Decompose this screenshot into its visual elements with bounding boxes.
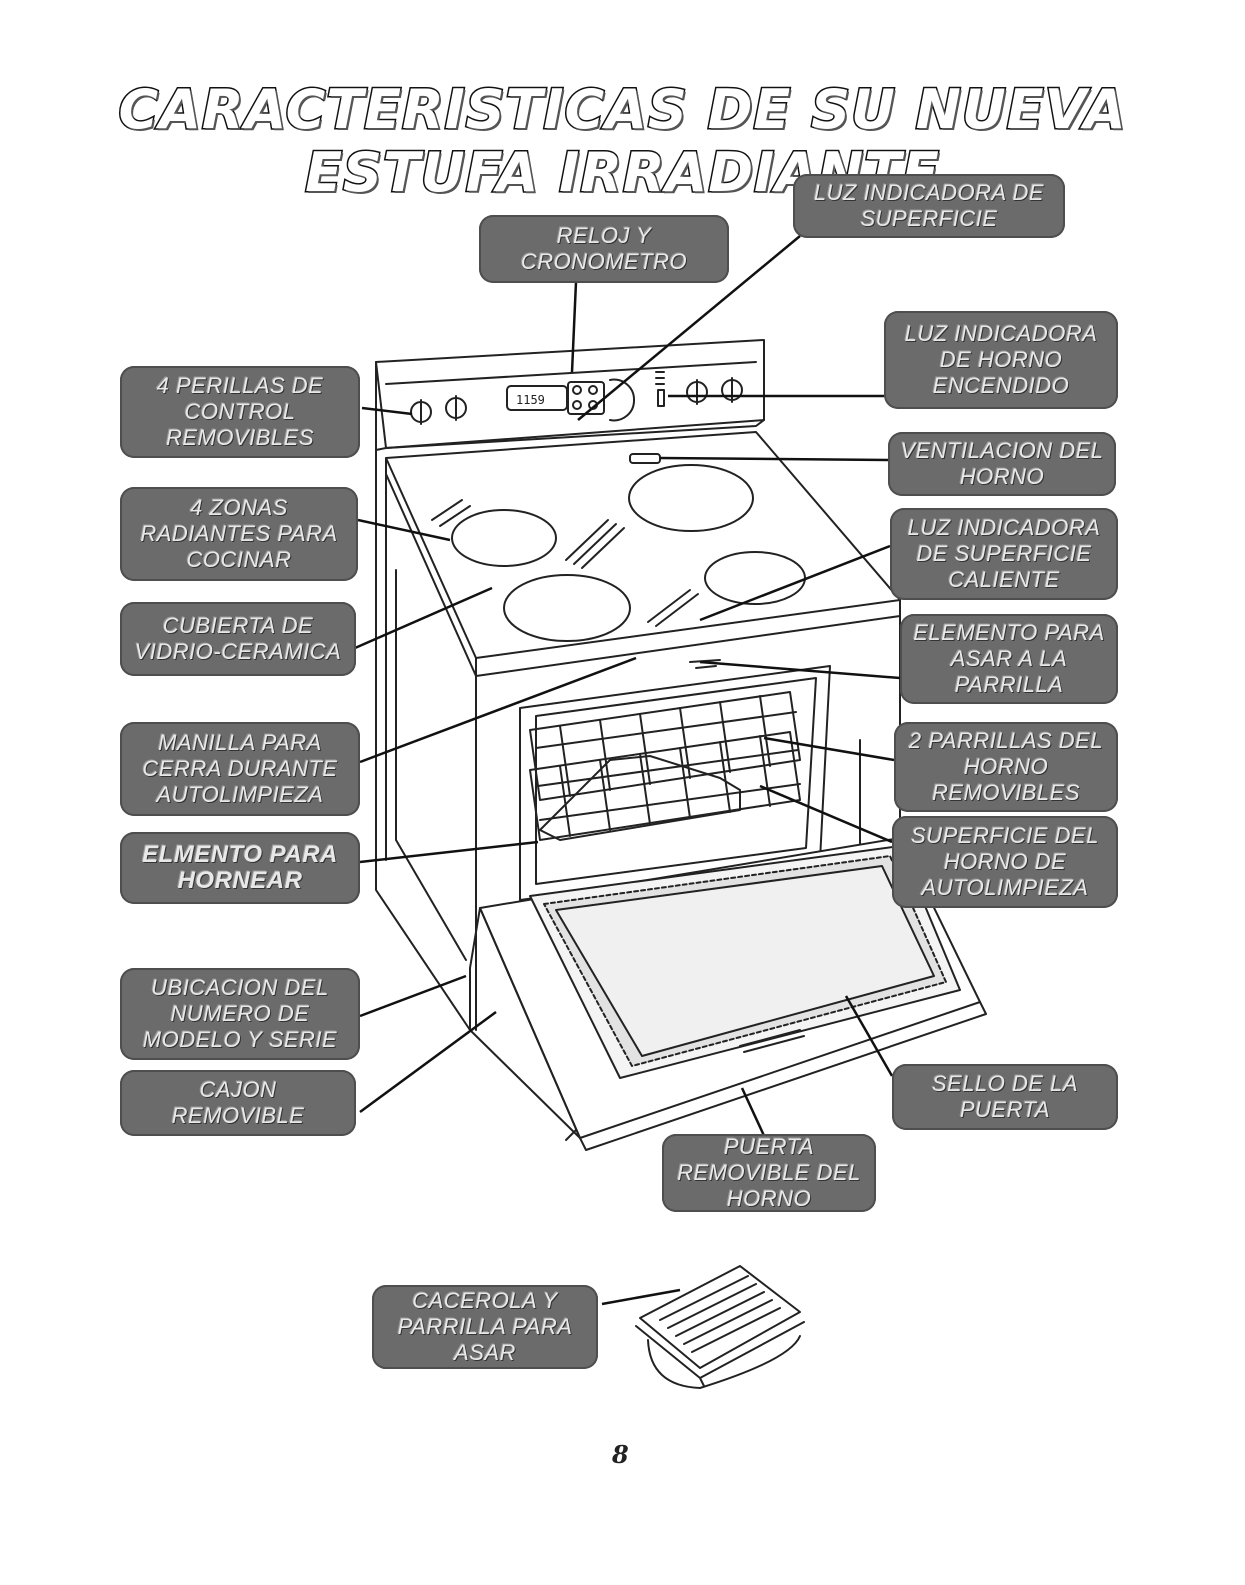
label-luz-horno: LUZ INDICADORA DE HORNO ENCENDIDO [884, 311, 1118, 409]
label-cajon: CAJON REMOVIBLE [120, 1070, 356, 1136]
label-hornear: ELMENTO PARA HORNEAR [120, 832, 360, 904]
label-perillas: 4 PERILLAS DE CONTROL REMOVIBLES [120, 366, 360, 458]
label-zonas: 4 ZONAS RADIANTES PARA COCINAR [120, 487, 358, 581]
drawer [469, 907, 581, 1139]
label-ventilacion: VENTILACION DEL HORNO [888, 432, 1116, 496]
label-puerta: PUERTA REMOVIBLE DEL HORNO [662, 1134, 876, 1212]
label-asar-elemento: ELEMENTO PARA ASAR A LA PARRILLA [900, 614, 1118, 704]
label-sello: SELLO DE LA PUERTA [892, 1064, 1118, 1130]
label-cubierta: CUBIERTA DE VIDRIO-CERAMICA [120, 602, 356, 676]
label-cacerola: CACEROLA Y PARRILLA PARA ASAR [372, 1285, 598, 1369]
label-superficie-horno: SUPERFICIE DEL HORNO DE AUTOLIMPIEZA [892, 816, 1118, 908]
label-parrillas: 2 PARRILLAS DEL HORNO REMOVIBLES [894, 722, 1118, 812]
page-number: 8 [612, 1440, 629, 1469]
cooktop [385, 431, 901, 677]
label-manilla: MANILLA PARA CERRA DURANTE AUTOLIMPIEZA [120, 722, 360, 816]
clock-display-text: 1159 [516, 393, 545, 407]
label-luz-caliente: LUZ INDICADORA DE SUPERFICIE CALIENTE [890, 508, 1118, 600]
broiler-pan [635, 1265, 805, 1389]
leader-lines [354, 235, 901, 1306]
oven-racks [529, 691, 801, 841]
control-panel [375, 339, 765, 451]
label-luz-superficie: LUZ INDICADORA DE SUPERFICIE [793, 174, 1065, 238]
label-reloj: RELOJ Y CRONOMETRO [479, 215, 729, 283]
page-title: CARACTERISTICAS DE SU NUEVA ESTUFA IRRAD… [117, 77, 1127, 206]
oven-door [479, 837, 987, 1151]
label-ubicacion: UBICACION DEL NUMERO DE MODELO Y SERIE [120, 968, 360, 1060]
